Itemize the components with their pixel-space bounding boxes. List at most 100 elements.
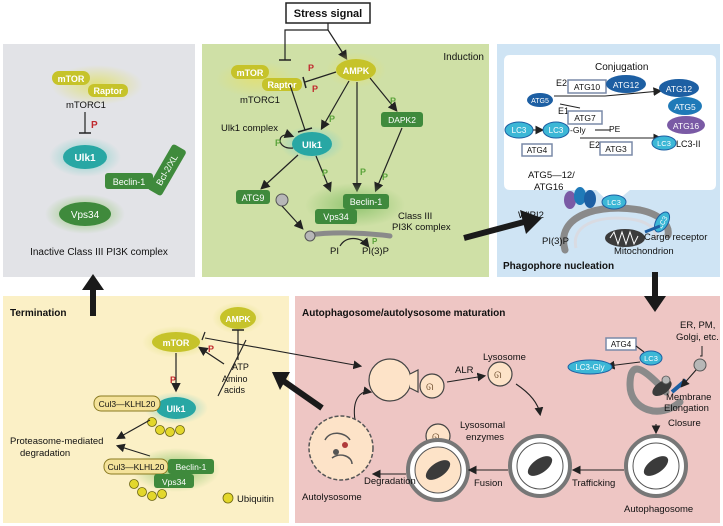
atg3-box (599, 141, 633, 156)
lc3-label: LC3 (512, 126, 527, 135)
lysosome-label: Lysosome (483, 352, 526, 363)
lc3-gly-label: LC3-Gly (575, 363, 604, 372)
vps34-label: Vps34 (71, 210, 100, 221)
p-label: P (382, 172, 388, 182)
e2-label: E2 (589, 140, 600, 150)
atg5-label: ATG5 (531, 98, 549, 105)
atg12-label: ATG12 (613, 80, 640, 90)
vps34-node-induction (315, 209, 357, 224)
beclin1-node-termination (168, 459, 214, 474)
golgi-label: Golgi, etc. (676, 332, 719, 343)
mtorc1-label: mTORC1 (66, 100, 106, 111)
atg9-vesicle (275, 193, 289, 207)
beclin1-label: Beclin-1 (176, 462, 207, 472)
closure-label: Closure (668, 418, 701, 429)
elongation-label: Elongation (664, 403, 709, 414)
raptor-label: Raptor (268, 80, 297, 90)
degradation-label: Degradation (364, 476, 416, 487)
atg10-box (567, 79, 607, 94)
autolysosome (308, 415, 374, 481)
atp-label: ATP (232, 362, 249, 372)
pi3k-complex-label: PI3K complex (392, 222, 451, 233)
ampk-node-induction (336, 59, 376, 81)
pi3p-label: PI(3)P (362, 246, 389, 257)
atg5-node-b (668, 97, 702, 115)
p-label: P (170, 375, 176, 385)
degradation-label: degradation (20, 448, 70, 459)
ulk1-node-termination (156, 397, 196, 419)
lc3-gly-node-mat (567, 359, 613, 375)
vps34-node-termination (154, 474, 194, 488)
e2-label: E2 (556, 78, 567, 88)
arrow-maturation-to-termination (280, 377, 324, 411)
svg-text:ᘏ: ᘏ (432, 432, 440, 442)
vps34-label: Vps34 (323, 212, 349, 222)
beclin1-node-inactive (105, 173, 153, 189)
lc3-ii-label: LC3-II (676, 139, 701, 149)
mtor-label: mTOR (237, 68, 264, 78)
inactive-caption: Inactive Class III PI3K complex (30, 247, 168, 258)
mitochondrion-label: Mitochondrion (614, 246, 674, 257)
fusion-label: Fusion (474, 478, 503, 489)
mitochondrion (605, 229, 645, 247)
atg16-node (667, 116, 705, 134)
ampk-node-termination (220, 307, 256, 329)
atg7-label: ATG7 (574, 113, 596, 123)
mtorc1-label: mTORC1 (240, 95, 280, 106)
p-label: P (329, 114, 335, 124)
pi-label: PI (330, 246, 339, 257)
atg4-box-mat (605, 337, 637, 351)
atg9-label: ATG9 (242, 193, 265, 203)
cargo-receptor-label: Cargo receptor (644, 232, 707, 243)
ampk-label: AMPK (225, 314, 251, 324)
p-label: P (390, 96, 396, 106)
lysosomal-label: Lysosomal (460, 420, 505, 431)
stress-signal-label: Stress signal (294, 8, 362, 20)
atg4-label: ATG4 (611, 340, 632, 349)
atg4-box-conj (521, 143, 553, 157)
alr-tubule-vesicle (368, 358, 412, 402)
p-label: P (312, 84, 318, 94)
lc3-node-nuc-a (601, 194, 627, 210)
mtor-node-termination (152, 332, 200, 352)
pi3p-label: PI(3)P (542, 236, 569, 247)
e1-label: E1 (558, 106, 569, 116)
svg-text:ᘏ: ᘏ (426, 382, 434, 392)
lc3-label: LC3 (549, 126, 564, 135)
alr-label: ALR (455, 365, 474, 376)
acids-label: acids (224, 385, 246, 395)
mtor-box-induction (231, 65, 269, 79)
ulk1-complex-label: Ulk1 complex (221, 123, 278, 134)
ulk1-node-inactive (63, 145, 107, 169)
elongating-phagophore (626, 365, 684, 415)
vps34-label: Vps34 (162, 477, 186, 487)
p-label: P (360, 167, 366, 177)
maturation-title: Autophagosome/autolysosome maturation (302, 308, 505, 319)
p-label: P (308, 63, 314, 73)
atg5-12-label: ATG5—12/ (528, 170, 575, 181)
p-label: P (91, 120, 98, 131)
cul3-klhl20-label: Cul3—KLHL20 (99, 399, 156, 409)
cul3-klhl20-label: Cul3—KLHL20 (108, 462, 165, 472)
p-label: P (322, 168, 328, 178)
proteasome-label: Proteasome-mediated (10, 436, 103, 447)
ubiquitin-label: Ubiquitin (237, 494, 274, 505)
mtor-box-inactive (52, 71, 90, 85)
amino-label: Amino (222, 374, 248, 384)
induction-title: Induction (443, 52, 484, 63)
atg7-box (567, 110, 603, 125)
ubiquitin-legend-icon (222, 492, 234, 504)
atg16-label: ATG16 (673, 121, 700, 131)
er-pm-label: ER, PM, (680, 320, 715, 331)
dapk2-label: DAPK2 (388, 115, 416, 125)
p-label: P (372, 237, 378, 246)
vps34-node-inactive (59, 202, 111, 226)
beclin1-label: Beclin-1 (350, 197, 383, 207)
membrane-label: Membrane (666, 392, 711, 403)
beclin1-label: Beclin-1 (113, 177, 146, 187)
lc3-node-mat (639, 350, 663, 366)
lc3-label: LC3 (657, 139, 671, 148)
atg4-label: ATG4 (527, 146, 548, 155)
arrow-induction-to-nucleation (463, 219, 525, 241)
pe-label: PE (609, 124, 621, 134)
